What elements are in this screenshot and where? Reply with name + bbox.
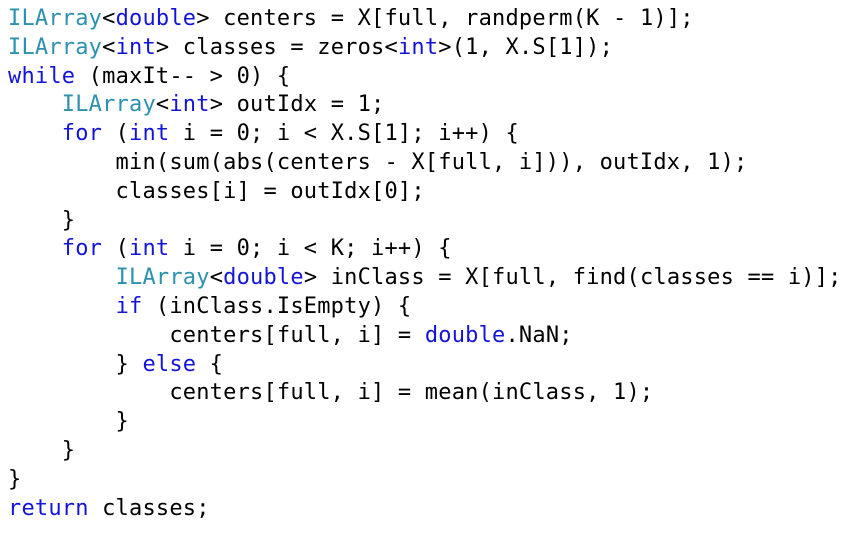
code-text: ( [102,236,130,262]
code-line: for (int i = 0; i < K; i++) { [8,235,842,264]
code-text: > inClass = X[full, find(classes == i)]; [303,265,842,291]
code-text: min(sum(abs(centers - X[full, i])), outI… [8,149,748,175]
code-text: < [102,6,116,31]
code-line: if (inClass.IsEmpty) { [8,293,842,322]
keyword-token: return [8,495,89,521]
code-line: } else { [8,351,842,380]
code-text: < [155,92,170,118]
code-line: centers[full, i] = double.NaN; [8,322,842,351]
keyword-token: int [115,34,156,60]
code-text: } [8,351,143,377]
code-line: centers[full, i] = mean(inClass, 1); [8,379,842,408]
code-text: (inClass.IsEmpty) { [142,293,412,319]
code-line: } [8,466,842,495]
keyword-token: int [129,236,170,262]
code-text: } [8,466,22,492]
keyword-token: int [169,92,210,118]
code-text [8,236,62,261]
keyword-token: int [129,121,170,147]
code-line: } [8,437,842,466]
keyword-token: if [115,293,143,319]
code-text [8,92,62,117]
keyword-token: for [61,236,103,262]
code-text [8,294,116,319]
code-text: .NaN; [505,322,573,348]
type-token: ILArray [115,265,210,291]
type-token: ILArray [8,34,103,60]
keyword-token: double [115,6,197,31]
code-line: for (int i = 0; i < X.S[1]; i++) { [8,120,842,149]
code-line: ILArray<int> outIdx = 1; [8,91,842,120]
code-text: ( [102,121,130,147]
code-line: classes[i] = outIdx[0]; [8,178,842,207]
code-text: { [196,351,224,377]
type-token: ILArray [61,92,156,118]
keyword-token: else [142,351,197,377]
code-line: ILArray<int> classes = zeros<int>(1, X.S… [8,34,842,63]
code-line: } [8,207,842,236]
code-text: } [8,207,76,233]
code-text: } [8,409,130,435]
code-text: centers[full, i] = mean(inClass, 1); [8,380,654,406]
code-line: return classes; [8,495,842,524]
keyword-token: double [223,265,304,291]
keyword-token: double [424,322,506,348]
code-block: ILArray<double> centers = X[full, randpe… [8,5,842,523]
code-text: } [8,437,76,463]
code-text: < [209,265,224,291]
code-text: < [102,34,116,60]
code-text: > centers = X[full, randperm(K - 1)]; [196,6,694,31]
code-text: i = 0; i < X.S[1]; i++) { [169,121,519,147]
code-text: > classes = zeros< [155,34,398,60]
code-text: (maxIt-- > 0) { [75,63,291,89]
code-text: classes[i] = outIdx[0]; [8,178,425,204]
code-line: } [8,408,842,437]
code-text: i = 0; i < K; i++) { [169,236,452,262]
code-line: ILArray<double> inClass = X[full, find(c… [8,264,842,293]
keyword-token: while [8,63,76,89]
code-text: >(1, X.S[1]); [438,34,614,60]
code-text: classes; [88,495,210,521]
code-line: min(sum(abs(centers - X[full, i])), outI… [8,149,842,178]
code-text [8,121,62,146]
code-text: > outIdx = 1; [209,92,385,118]
code-line: ILArray<double> centers = X[full, randpe… [8,5,842,34]
code-line: while (maxIt-- > 0) { [8,63,842,92]
code-text: centers[full, i] = [8,322,425,348]
code-text [8,265,116,290]
keyword-token: int [397,34,439,60]
type-token: ILArray [8,6,103,31]
keyword-token: for [61,121,103,147]
